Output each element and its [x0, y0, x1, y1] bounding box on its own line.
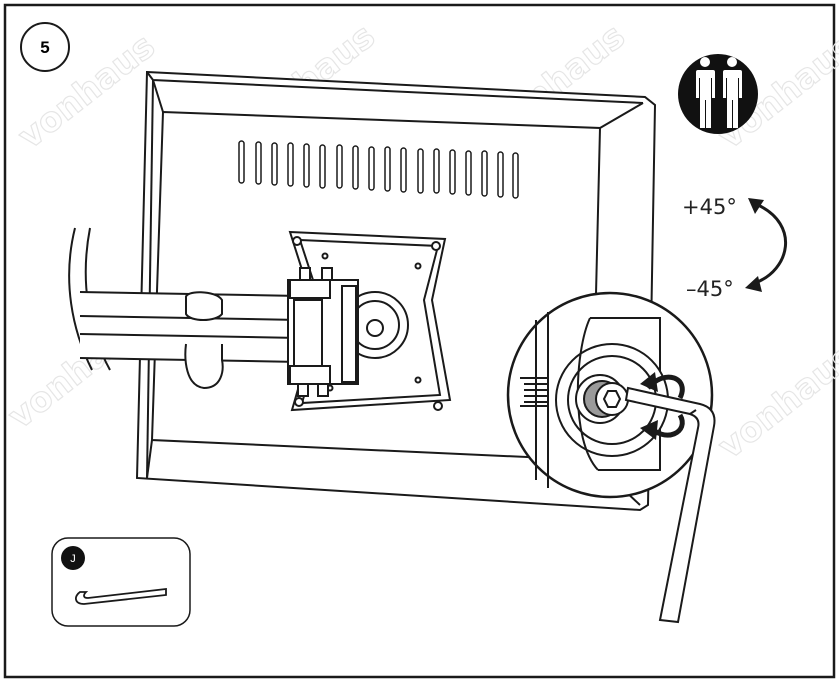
turn-arrow-head: [640, 420, 658, 440]
rotation-plus-label: +45°: [682, 195, 737, 219]
parts-callout: J: [51, 537, 191, 627]
rotation-arrow: [754, 203, 787, 285]
screw-hole: [292, 236, 302, 246]
screw-hole: [414, 262, 422, 270]
rotation-minus-label: –45°: [686, 277, 734, 301]
step-number: 5: [40, 38, 49, 57]
hex-key: [624, 386, 716, 624]
screw-hole: [321, 252, 329, 260]
arrow-head-top: [748, 198, 764, 214]
screw-hole: [433, 401, 443, 411]
step-badge: 5: [20, 22, 70, 72]
part-id: J: [70, 553, 76, 565]
monitor-vents: [238, 140, 519, 199]
screw-hole: [414, 376, 422, 384]
cable-clip: [185, 291, 223, 321]
screw-hole: [294, 397, 304, 407]
part-id-badge: [61, 546, 85, 570]
zoom-detail: [506, 291, 714, 499]
cable-clip: [184, 343, 224, 390]
turn-arrow-head: [640, 372, 658, 392]
mount-arm: [79, 291, 301, 390]
rotation-indicator: +45° –45°: [682, 195, 787, 301]
two-person-icon: [678, 54, 758, 134]
screw-hole: [431, 241, 441, 251]
arrow-head-bottom: [745, 276, 762, 292]
hinge-bracket: [287, 267, 359, 397]
hex-key-icon: [75, 587, 167, 605]
hex-bolt: [575, 374, 629, 424]
